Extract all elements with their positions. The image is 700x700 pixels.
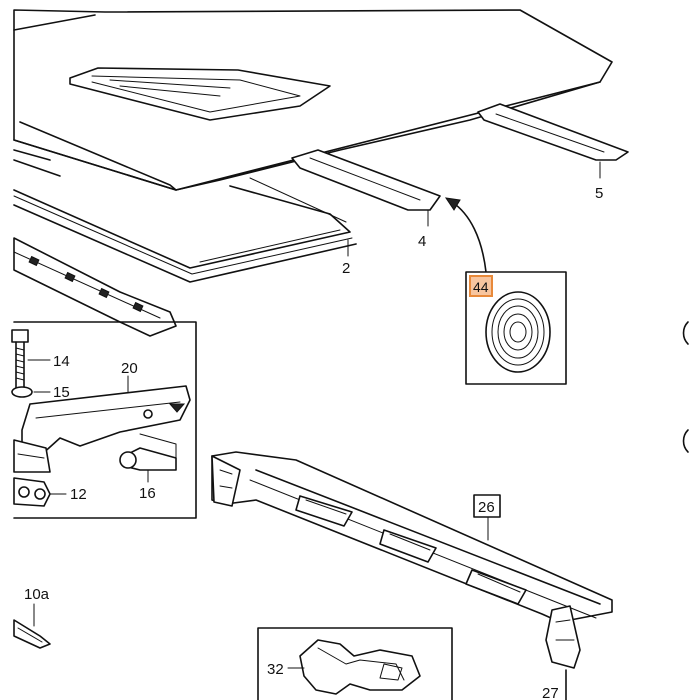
roof-bow-part-5 (477, 103, 629, 179)
label-part-27: 27 (542, 685, 559, 700)
inset-part-32 (257, 627, 453, 700)
label-part-5: 5 (595, 185, 603, 202)
sunroof-frame-part-2 (13, 149, 357, 283)
label-part-26: 26 (478, 499, 495, 516)
label-part-14: 14 (53, 353, 70, 370)
label-part-15: 15 (53, 384, 70, 401)
label-part-12: 12 (70, 486, 87, 503)
side-rail (13, 237, 177, 337)
cross-member-part-26 (211, 451, 613, 669)
label-part-44: 44 (473, 279, 489, 295)
label-box-part-26 (473, 494, 501, 518)
label-part-32: 32 (267, 661, 284, 678)
edge-marks (565, 321, 689, 700)
roof-panel (13, 9, 613, 191)
inset-part-44 (465, 271, 567, 385)
part-10a-fragment (13, 603, 51, 649)
label-part-20: 20 (121, 360, 138, 377)
label-part-10a: 10a (24, 586, 50, 603)
label-part-2: 2 (342, 260, 350, 277)
arrow-44-to-4 (444, 197, 487, 273)
inset-hinge-assembly (11, 321, 197, 519)
roof-bow-part-4 (291, 149, 441, 227)
label-part-4: 4 (418, 233, 426, 250)
part-labels: 2 4 5 44 14 15 20 16 12 26 10a 32 27 (24, 185, 603, 700)
label-part-16: 16 (139, 485, 156, 502)
